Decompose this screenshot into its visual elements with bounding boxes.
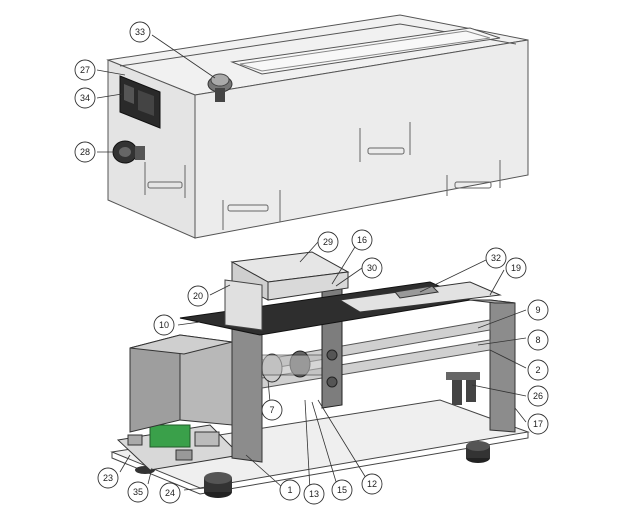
callout-markers: 33 27 34 28 29 16 30 32 19 20 10 9 8 2 26 17 7 23 35 24 1 13 1… [74, 21, 549, 505]
callout-circle [527, 329, 549, 351]
top-knob [207, 73, 233, 102]
callout-33: 33 [129, 21, 151, 43]
coupling [261, 350, 323, 383]
callout-circle [527, 359, 549, 381]
callout-35: 35 [127, 481, 149, 503]
callout-circle [317, 231, 339, 253]
callout-label: 34 [80, 93, 90, 103]
callout-label: 1 [287, 485, 292, 495]
enclosure-slots [144, 122, 501, 230]
rocker-switch [119, 75, 161, 129]
callout-1: 1 [279, 479, 301, 501]
callout-circle [74, 59, 96, 81]
callout-34: 34 [74, 87, 96, 109]
callout-circle [74, 141, 96, 163]
callout-label: 27 [80, 65, 90, 75]
cable-connector [446, 372, 480, 405]
callout-circle [153, 314, 175, 336]
callout-circle [351, 229, 373, 251]
callout-label: 33 [135, 27, 145, 37]
callout-label: 7 [269, 405, 274, 415]
callout-circle [261, 399, 283, 421]
callout-label: 23 [103, 473, 113, 483]
callout-label: 9 [535, 305, 540, 315]
callout-label: 20 [193, 291, 203, 301]
callout-circle [74, 87, 96, 109]
callout-label: 26 [533, 391, 543, 401]
base-plate [110, 399, 530, 495]
right-end-plate [469, 299, 516, 433]
callout-29: 29 [317, 231, 339, 253]
callout-label: 17 [533, 419, 543, 429]
callout-label: 12 [367, 479, 377, 489]
callout-19: 19 [505, 257, 527, 279]
callout-circle [97, 467, 119, 489]
callout-label: 29 [323, 237, 333, 247]
callout-label: 32 [491, 253, 501, 263]
callout-12: 12 [361, 473, 383, 495]
callout-24: 24 [159, 482, 181, 504]
callout-label: 16 [357, 235, 367, 245]
callout-label: 10 [159, 320, 169, 330]
callout-label: 35 [133, 487, 143, 497]
callout-circle [527, 385, 549, 407]
callout-2: 2 [527, 359, 549, 381]
callout-10: 10 [153, 314, 175, 336]
callout-label: 28 [80, 147, 90, 157]
callout-16: 16 [351, 229, 373, 251]
rubber-feet [135, 441, 490, 498]
callout-27: 27 [74, 59, 96, 81]
control-pcb [116, 424, 242, 471]
upper-block [224, 251, 350, 331]
callout-20: 20 [187, 285, 209, 307]
stepper-motor [129, 334, 233, 433]
callout-label: 24 [165, 488, 175, 498]
callout-circle [331, 479, 353, 501]
callout-label: 8 [535, 335, 540, 345]
callout-13: 13 [303, 483, 325, 505]
callout-17: 17 [527, 413, 549, 435]
callout-23: 23 [97, 467, 119, 489]
callout-label: 2 [535, 365, 540, 375]
callout-label: 30 [367, 263, 377, 273]
callout-26: 26 [527, 385, 549, 407]
callout-circle [361, 257, 383, 279]
callout-8: 8 [527, 329, 549, 351]
callout-circle [485, 247, 507, 269]
callout-circle [527, 299, 549, 321]
callout-9: 9 [527, 299, 549, 321]
callout-circle [527, 413, 549, 435]
callout-leaders [96, 34, 527, 491]
callout-circle [129, 21, 151, 43]
callout-circle [187, 285, 209, 307]
callout-7: 7 [261, 399, 283, 421]
callout-circle [127, 481, 149, 503]
callout-label: 15 [337, 485, 347, 495]
callout-circle [361, 473, 383, 495]
callout-circle [303, 483, 325, 505]
callout-28: 28 [74, 141, 96, 163]
callout-circle [505, 257, 527, 279]
callout-circle [159, 482, 181, 504]
callout-32: 32 [485, 247, 507, 269]
callout-label: 13 [309, 489, 319, 499]
callout-label: 19 [511, 263, 521, 273]
callout-30: 30 [361, 257, 383, 279]
callout-15: 15 [331, 479, 353, 501]
callout-circle [279, 479, 301, 501]
